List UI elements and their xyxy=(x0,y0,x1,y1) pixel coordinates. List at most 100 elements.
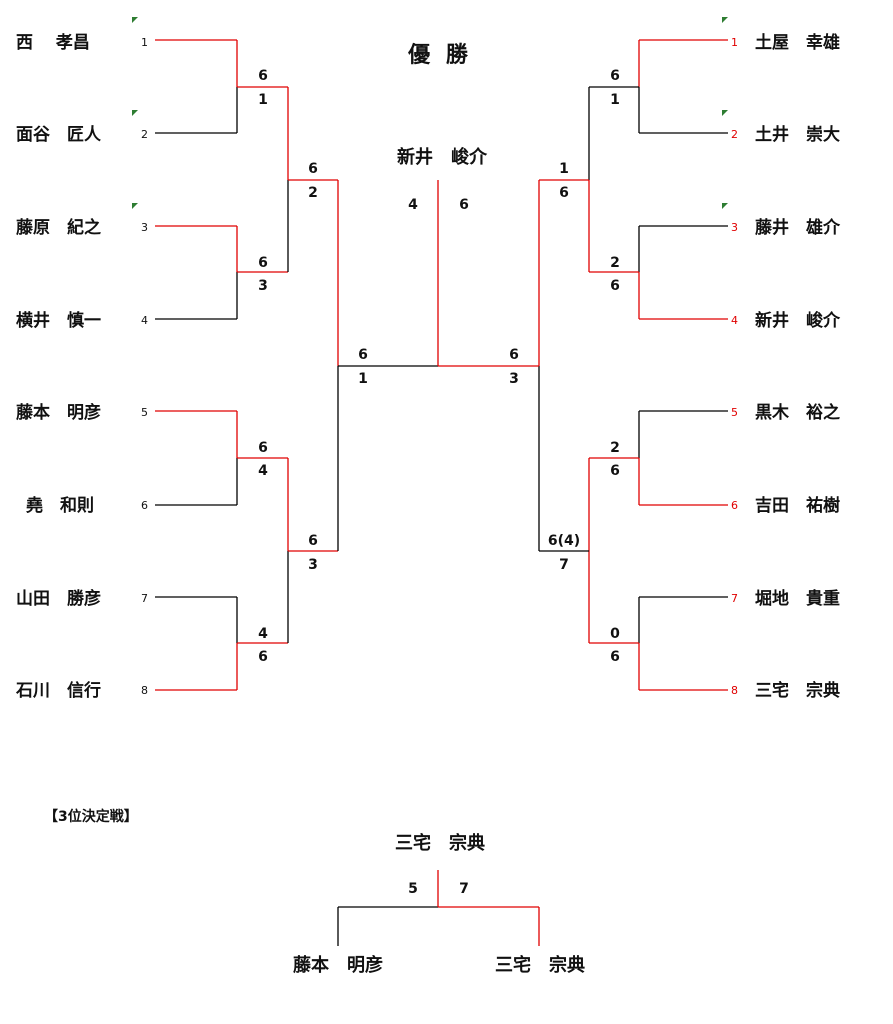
match-score-bottom: 4 xyxy=(258,463,268,479)
match-score-top: 0 xyxy=(610,626,620,642)
match-score-top: 6 xyxy=(258,255,268,271)
seed-number: 7 xyxy=(141,592,148,605)
seed-number: 8 xyxy=(141,684,148,697)
left-player-6: 堯 和則 6 xyxy=(26,496,148,516)
left-player-7: 山田 勝彦 7 xyxy=(16,588,148,609)
right-final-scores: 6 3 xyxy=(509,347,519,387)
right-players: 1 土屋 幸雄 2 土井 崇大 3 藤井 雄介 4 新井 峻介 5 黒木 裕之 … xyxy=(722,17,841,701)
third-place-winner: 三宅 宗典 xyxy=(395,832,485,854)
seed-number: 6 xyxy=(141,499,148,512)
left-player-1: 西 孝昌 1 xyxy=(16,17,148,53)
seed-number: 7 xyxy=(731,592,738,605)
third-place-label: 【3位決定戦】 xyxy=(44,808,138,825)
player-name: 西 孝昌 xyxy=(16,32,90,53)
third-place-score-right: 7 xyxy=(459,881,469,897)
flag-mark-icon xyxy=(722,17,728,23)
match-score-top: 6 xyxy=(258,68,268,84)
match-score-top: 6 xyxy=(509,347,519,363)
seed-number: 5 xyxy=(141,406,148,419)
third-place-score-left: 5 xyxy=(408,881,418,897)
flag-mark-icon xyxy=(722,203,728,209)
match-score-bottom: 1 xyxy=(610,92,620,108)
match-score-bottom: 3 xyxy=(258,278,268,294)
match-score-top: 4 xyxy=(258,626,268,642)
seed-number: 2 xyxy=(731,128,738,141)
third-place-right-name: 三宅 宗典 xyxy=(495,954,585,976)
bracket-lines xyxy=(155,39,728,946)
third-place-left-name: 藤本 明彦 xyxy=(293,954,383,976)
right-player-1: 1 土屋 幸雄 xyxy=(722,17,840,53)
match-score-bottom: 6 xyxy=(258,649,268,665)
seed-number: 8 xyxy=(731,684,738,697)
right-player-8: 8 三宅 宗典 xyxy=(731,680,840,701)
third-place-section: 【3位決定戦】 三宅 宗典 5 7 藤本 明彦 三宅 宗典 xyxy=(44,808,585,976)
seed-number: 1 xyxy=(731,36,738,49)
match-score-top: 6 xyxy=(308,533,318,549)
left-round1-scores: 6 1 6 3 6 4 4 6 xyxy=(258,68,268,665)
right-round1-scores: 6 1 2 6 2 6 0 6 xyxy=(610,68,620,665)
left-player-4: 横井 慎一 4 xyxy=(16,310,148,331)
match-score-top: 1 xyxy=(559,161,569,177)
left-player-5: 藤本 明彦 5 xyxy=(16,402,148,423)
seed-number: 6 xyxy=(731,499,738,512)
match-score-bottom: 7 xyxy=(559,557,569,573)
match-score-top: 2 xyxy=(610,255,620,271)
player-name: 三宅 宗典 xyxy=(755,680,840,701)
match-score-bottom: 3 xyxy=(308,557,318,573)
seed-number: 2 xyxy=(141,128,148,141)
player-name: 堯 和則 xyxy=(26,496,94,516)
right-player-5: 5 黒木 裕之 xyxy=(731,402,840,423)
seed-number: 4 xyxy=(731,314,738,327)
champion-score-right: 6 xyxy=(459,197,469,213)
flag-mark-icon xyxy=(132,17,138,23)
champion-score-left: 4 xyxy=(408,197,418,213)
player-name: 堀地 貴重 xyxy=(755,588,840,609)
left-semifinal-scores: 6 2 6 3 xyxy=(308,161,318,573)
right-player-4: 4 新井 峻介 xyxy=(731,310,841,331)
player-name: 新井 峻介 xyxy=(755,310,841,331)
right-player-6: 6 吉田 祐樹 xyxy=(731,495,840,516)
right-player-2: 2 土井 崇大 xyxy=(722,110,840,145)
match-score-top: 2 xyxy=(610,440,620,456)
player-name: 藤原 紀之 xyxy=(16,217,101,238)
match-score-top: 6 xyxy=(358,347,368,363)
player-name: 山田 勝彦 xyxy=(16,588,101,609)
left-final-scores: 6 1 xyxy=(358,347,368,387)
match-score-bottom: 6 xyxy=(610,463,620,479)
seed-number: 5 xyxy=(731,406,738,419)
match-score-bottom: 6 xyxy=(610,649,620,665)
player-name: 横井 慎一 xyxy=(16,310,101,331)
player-name: 面谷 匠人 xyxy=(16,125,102,145)
player-name: 石川 信行 xyxy=(15,680,101,701)
right-player-3: 3 藤井 雄介 xyxy=(722,203,841,238)
seed-number: 3 xyxy=(731,221,738,234)
left-player-8: 石川 信行 8 xyxy=(15,680,148,701)
match-score-bottom: 6 xyxy=(610,278,620,294)
right-semifinal-scores: 1 6 6(4) 7 xyxy=(548,161,580,573)
player-name: 藤井 雄介 xyxy=(755,217,841,238)
match-score-top: 6 xyxy=(308,161,318,177)
player-name: 黒木 裕之 xyxy=(755,402,840,423)
tournament-title: 優 勝 xyxy=(407,43,472,68)
seed-number: 3 xyxy=(141,221,148,234)
player-name: 土屋 幸雄 xyxy=(755,32,840,53)
seed-number: 1 xyxy=(141,36,148,49)
player-name: 藤本 明彦 xyxy=(16,402,101,423)
left-player-2: 面谷 匠人 2 xyxy=(16,110,148,145)
right-player-7: 7 堀地 貴重 xyxy=(731,588,840,609)
flag-mark-icon xyxy=(132,110,138,116)
match-score-top: 6 xyxy=(610,68,620,84)
match-score-bottom: 6 xyxy=(559,185,569,201)
match-score-bottom: 1 xyxy=(358,371,368,387)
match-score-bottom: 1 xyxy=(258,92,268,108)
flag-mark-icon xyxy=(132,203,138,209)
match-score-top: 6(4) xyxy=(548,533,580,549)
seed-number: 4 xyxy=(141,314,148,327)
left-players: 西 孝昌 1 面谷 匠人 2 藤原 紀之 3 横井 慎一 4 藤本 明彦 5 堯… xyxy=(15,17,148,701)
champion-name: 新井 峻介 xyxy=(397,146,488,168)
match-score-bottom: 2 xyxy=(308,185,318,201)
left-player-3: 藤原 紀之 3 xyxy=(16,203,148,238)
match-score-bottom: 3 xyxy=(509,371,519,387)
flag-mark-icon xyxy=(722,110,728,116)
